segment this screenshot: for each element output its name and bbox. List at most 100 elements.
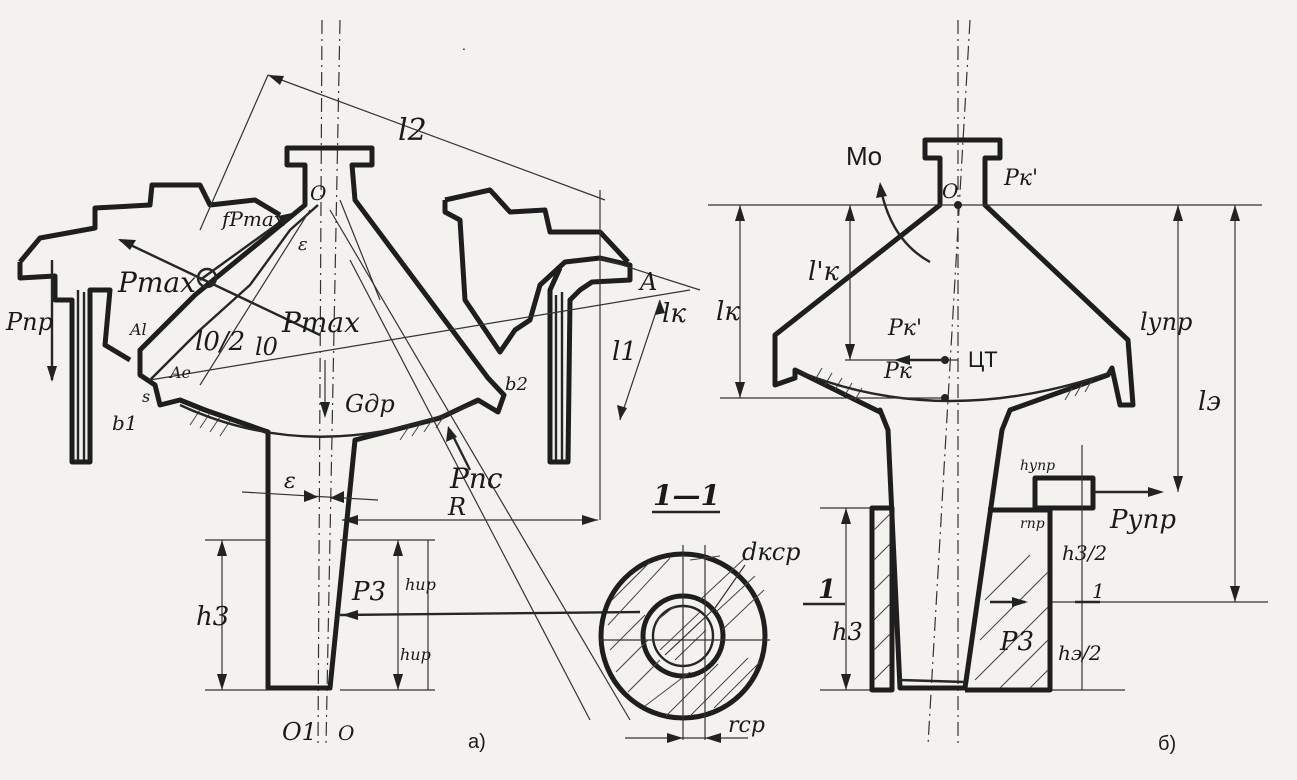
label-b1: b1 (112, 411, 138, 435)
axis-b-tilted (927, 19, 971, 746)
cover-left-wall (76, 290, 86, 462)
dkcp-leader2 (714, 564, 746, 609)
construction-3 (349, 259, 591, 721)
axis-a-tilted (325, 19, 341, 746)
label-l0: l0 (255, 333, 278, 361)
lkp-arrow-a (845, 205, 855, 221)
ext-l2-left (199, 74, 269, 231)
label-Gdp: Gдр (345, 390, 395, 418)
h3-arrow-a (217, 540, 227, 556)
pk-arrow (894, 355, 910, 365)
label-h3-half2: hэ/2 (1058, 641, 1102, 665)
fpmax-arrow (199, 214, 291, 281)
dkcp-leader (664, 607, 716, 656)
dim-l2 (267, 74, 606, 201)
h3-arrow-b (217, 674, 227, 690)
lkp-arrow-b (845, 344, 855, 360)
label-O-top-a: O (310, 181, 326, 205)
point-O-b (954, 201, 962, 209)
spring-block (1032, 475, 1096, 511)
label-Pnp: Pпр (5, 308, 53, 336)
label-Al: Al (128, 320, 147, 339)
cover-right-wall (554, 292, 564, 460)
pmax-arrow-left (118, 239, 136, 250)
mass-center (196, 267, 218, 289)
lk-arrow-b (735, 382, 745, 398)
label-CT: ЦТ (968, 347, 998, 372)
label-dkcp: dкср (742, 538, 801, 566)
label-1-left: 1 (818, 575, 836, 605)
label-l2: l2 (398, 113, 427, 148)
hatch-b (814, 367, 1093, 401)
label-O-bot: O (338, 721, 354, 745)
label-Ae: Ae (168, 363, 191, 382)
lk-arrow-a (735, 205, 745, 221)
label-eps: ε (284, 469, 296, 494)
p3b-arrow (1012, 597, 1028, 607)
label-h3-half: h3/2 (1062, 541, 1107, 565)
rotor-outline-a (137, 145, 507, 691)
p3-line (339, 610, 641, 617)
support-arc-b (799, 370, 1113, 403)
l3-arrow-a (1230, 205, 1240, 221)
h3b-arrow-b (841, 674, 851, 690)
mo-arc (878, 184, 931, 264)
label-P3: P3 (351, 577, 386, 607)
label-Pmax-right: Pmax (281, 306, 360, 339)
rotor-inner-left (149, 204, 319, 381)
h3b-arrow-a (841, 508, 851, 524)
label-lk-prime: l'к (808, 257, 839, 287)
label-panel-a: а) (468, 731, 486, 753)
R-arrow-a (342, 515, 358, 525)
housing-right-b (965, 507, 1053, 693)
lynp-arrow-a (1173, 205, 1183, 221)
label-l-3: lэ (1198, 387, 1221, 417)
rcp-arrow-a (667, 733, 683, 743)
housing-left-hatch (873, 513, 891, 681)
label-O1: O1 (282, 718, 317, 746)
line-A (599, 257, 701, 291)
label-A: A (638, 268, 657, 296)
cover-right (442, 200, 633, 465)
support-arc-a (179, 400, 479, 438)
label-h-ynp: hупр (1020, 458, 1055, 474)
label-R: R (447, 493, 466, 521)
section-hatching (607, 555, 765, 717)
R-arrow-b (582, 515, 598, 525)
fpmax-head (278, 213, 292, 226)
label-h3-b: h3 (832, 618, 863, 646)
label-1-right: 1 (1092, 579, 1105, 603)
label-O-b: O (942, 179, 958, 203)
pynp-arrow (1148, 487, 1164, 497)
lynp-arrow-b (1173, 476, 1183, 492)
line-lk (149, 289, 691, 381)
arrow-l1b (617, 405, 627, 420)
label-rcp: rср (728, 713, 765, 738)
label-P3-b: P3 (999, 627, 1034, 657)
axis-a-main (317, 19, 323, 746)
dim-l1 (619, 299, 661, 421)
label-s: s (142, 387, 150, 406)
cover-left-side (17, 262, 132, 465)
gdp-arrow (320, 402, 330, 418)
arrow-l1 (655, 300, 665, 315)
label-r-np: rпр (1020, 516, 1045, 532)
pnp-arrow (47, 366, 57, 382)
label-lk-b: lк (716, 297, 740, 327)
housing-right-hatch (974, 554, 1049, 689)
label-fPmax: fPmax (220, 207, 285, 231)
pnc-arrow (446, 426, 457, 442)
label-Pk-prime: Pк' (887, 316, 922, 341)
p3-arrow (342, 610, 358, 620)
label-hyp-bot: hup (400, 645, 431, 664)
rotor-base-b (899, 678, 966, 684)
label-Pk: Pк (883, 359, 913, 384)
rcp-arrow-b (705, 733, 721, 743)
hup-arrow-b (393, 674, 403, 690)
point-mid (941, 394, 949, 402)
eps-arrow-b (330, 491, 344, 503)
label-Mo: Mo (846, 141, 882, 171)
label-Pmax-left: Pmax (117, 266, 196, 299)
housing-left-b (869, 505, 895, 693)
